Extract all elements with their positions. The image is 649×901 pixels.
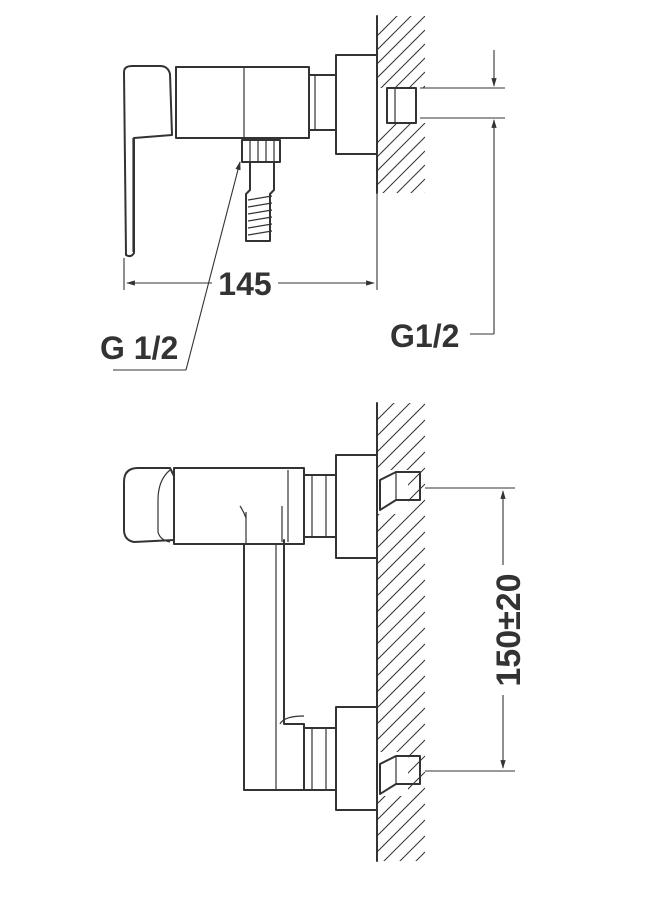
upper-inlet-fitting bbox=[379, 471, 421, 511]
handle-lever bbox=[123, 65, 173, 258]
width-dimension-label: 145 bbox=[218, 266, 271, 302]
lower-wall-flange bbox=[335, 706, 378, 811]
width-dimension bbox=[123, 193, 378, 290]
outlet-thread-label: G 1/2 bbox=[100, 330, 178, 366]
riser-bar bbox=[243, 539, 305, 791]
inlet-spacing-dimension bbox=[425, 487, 515, 772]
mixer-body bbox=[175, 66, 310, 139]
front-view: 150±20 bbox=[123, 402, 528, 862]
inlet-thread-dimension bbox=[420, 50, 505, 335]
lower-connector bbox=[303, 727, 337, 791]
lower-inlet-fitting bbox=[379, 755, 421, 795]
connector bbox=[308, 74, 337, 131]
top-view: 145 G 1/2 G1/2 bbox=[100, 15, 505, 371]
inlet-pipe bbox=[386, 87, 417, 124]
outlet-thread-leader bbox=[113, 161, 241, 371]
wall-top-view bbox=[376, 15, 425, 194]
wall-front-view bbox=[376, 402, 425, 862]
upper-wall-flange bbox=[335, 454, 378, 559]
front-handle bbox=[123, 467, 175, 543]
shower-outlet bbox=[241, 139, 281, 242]
inlet-thread-label: G1/2 bbox=[390, 318, 459, 354]
wall-flange bbox=[335, 54, 378, 155]
inlet-spacing-label: 150±20 bbox=[490, 573, 528, 686]
front-mixer-body bbox=[173, 467, 305, 545]
upper-connector bbox=[303, 474, 337, 538]
